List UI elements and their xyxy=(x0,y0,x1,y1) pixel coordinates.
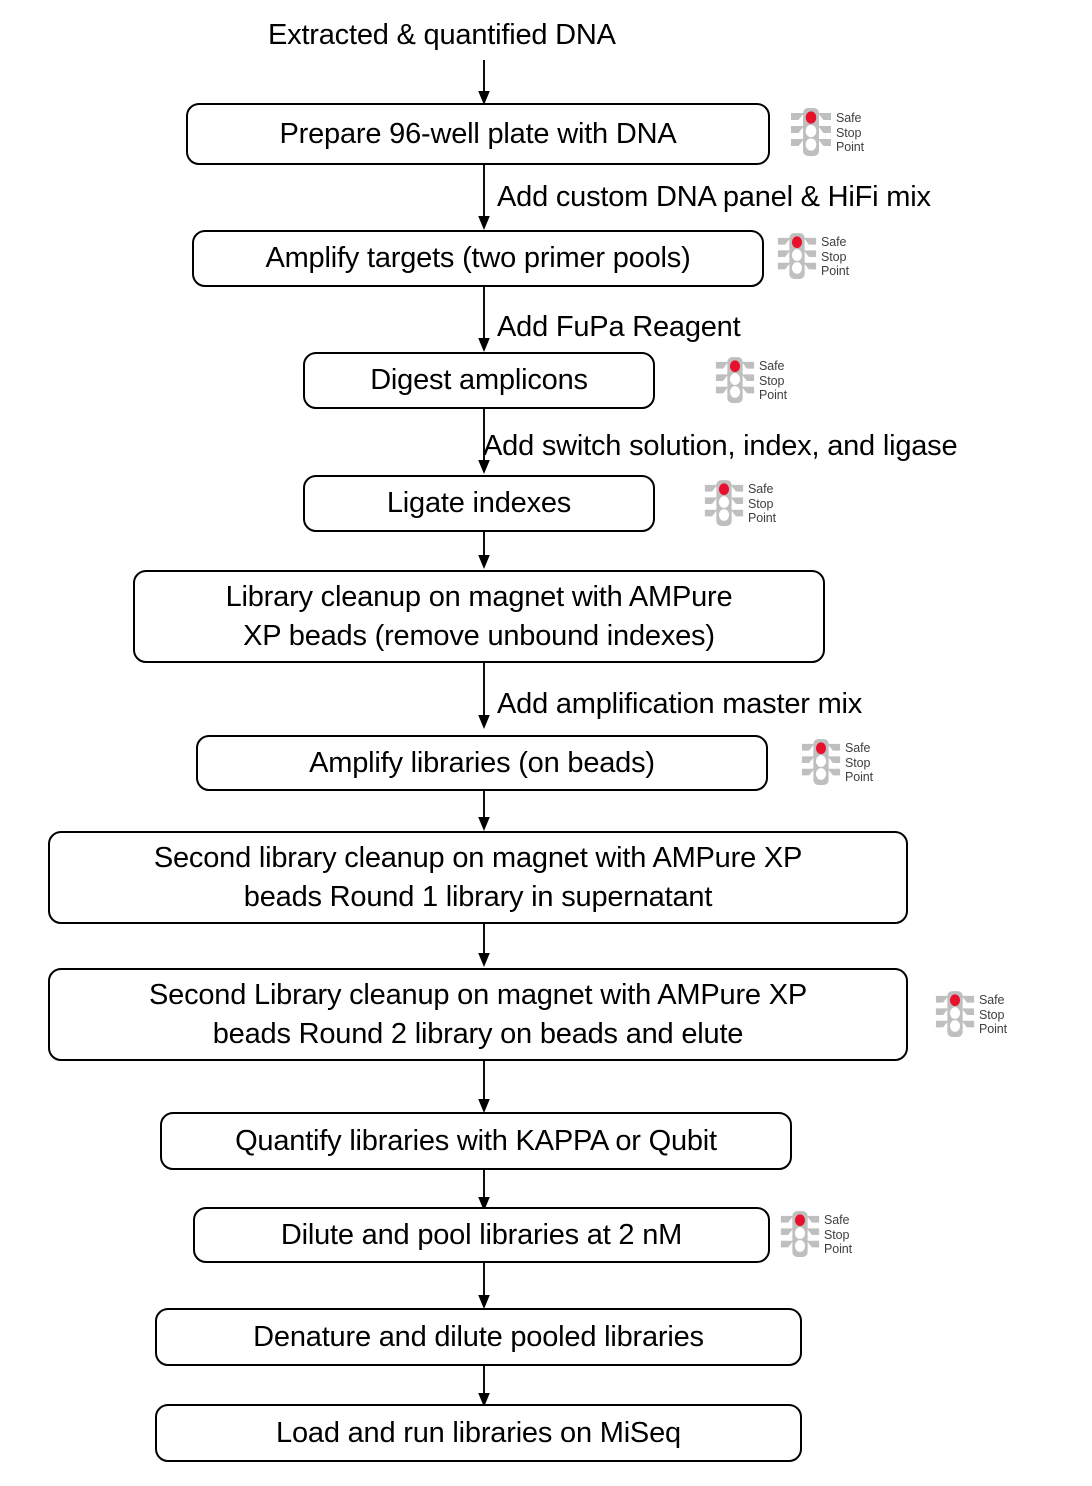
arrow-second-cleanup-round1-to-round2 xyxy=(476,924,492,968)
safe-stop-point-badge: Safe Stop Point xyxy=(779,1209,852,1261)
caption-add-custom-dna-panel: Add custom DNA panel & HiFi mix xyxy=(497,181,931,213)
caption-add-fupa-reagent: Add FuPa Reagent xyxy=(497,311,741,343)
caption-add-amplification-master-mix: Add amplification master mix xyxy=(497,688,863,720)
node-second-library-cleanup-round-2[interactable]: Second Library cleanup on magnet with AM… xyxy=(48,968,908,1061)
arrow-library-cleanup-to-amplify-libraries xyxy=(476,663,492,730)
safe-stop-point-label: Safe Stop Point xyxy=(979,993,1007,1037)
safe-stop-point-badge: Safe Stop Point xyxy=(703,478,776,530)
caption-extracted-quantified-dna: Extracted & quantified DNA xyxy=(268,19,616,51)
safe-stop-point-label: Safe Stop Point xyxy=(748,482,776,526)
traffic-light-icon xyxy=(780,1211,820,1257)
traffic-light-icon xyxy=(791,108,831,156)
arrow-quantify-to-dilute-pool xyxy=(476,1170,492,1212)
arrow-start-to-prepare-plate xyxy=(476,60,492,106)
node-load-run-libraries-miseq[interactable]: Load and run libraries on MiSeq xyxy=(155,1404,802,1462)
arrow-prepare-plate-to-amplify-targets xyxy=(476,165,492,231)
node-prepare-96-well-plate[interactable]: Prepare 96-well plate with DNA xyxy=(186,103,770,165)
node-library-cleanup-ampure[interactable]: Library cleanup on magnet with AMPure XP… xyxy=(133,570,825,663)
safe-stop-point-badge: Safe Stop Point xyxy=(800,737,873,789)
node-digest-amplicons[interactable]: Digest amplicons xyxy=(303,352,655,409)
traffic-light-icon xyxy=(704,480,744,526)
safe-stop-point-label: Safe Stop Point xyxy=(821,235,849,279)
arrow-second-cleanup-round2-to-quantify xyxy=(476,1061,492,1114)
arrow-denature-to-load-run xyxy=(476,1366,492,1408)
node-dilute-pool-libraries[interactable]: Dilute and pool libraries at 2 nM xyxy=(193,1207,770,1263)
node-amplify-libraries-on-beads[interactable]: Amplify libraries (on beads) xyxy=(196,735,768,791)
node-second-library-cleanup-round-1[interactable]: Second library cleanup on magnet with AM… xyxy=(48,831,908,924)
node-denature-dilute-pooled-libraries[interactable]: Denature and dilute pooled libraries xyxy=(155,1308,802,1366)
safe-stop-point-label: Safe Stop Point xyxy=(759,359,787,403)
safe-stop-point-label: Safe Stop Point xyxy=(824,1213,852,1257)
safe-stop-point-badge: Safe Stop Point xyxy=(714,355,787,407)
node-ligate-indexes[interactable]: Ligate indexes xyxy=(303,475,655,532)
traffic-light-icon xyxy=(801,739,841,785)
safe-stop-point-badge: Safe Stop Point xyxy=(789,106,864,160)
safe-stop-point-badge: Safe Stop Point xyxy=(934,989,1007,1041)
node-quantify-libraries[interactable]: Quantify libraries with KAPPA or Qubit xyxy=(160,1112,792,1170)
arrow-amplify-libraries-to-second-cleanup-round1 xyxy=(476,791,492,832)
caption-add-switch-solution: Add switch solution, index, and ligase xyxy=(483,430,958,462)
traffic-light-icon xyxy=(777,233,817,279)
safe-stop-point-label: Safe Stop Point xyxy=(836,111,864,155)
safe-stop-point-label: Safe Stop Point xyxy=(845,741,873,785)
arrow-ligate-indexes-to-library-cleanup xyxy=(476,532,492,570)
safe-stop-point-badge: Safe Stop Point xyxy=(776,231,849,283)
node-amplify-targets[interactable]: Amplify targets (two primer pools) xyxy=(192,230,764,287)
traffic-light-icon xyxy=(715,357,755,403)
traffic-light-icon xyxy=(935,991,975,1037)
arrow-dilute-pool-to-denature xyxy=(476,1263,492,1310)
arrow-amplify-targets-to-digest-amplicons xyxy=(476,287,492,353)
